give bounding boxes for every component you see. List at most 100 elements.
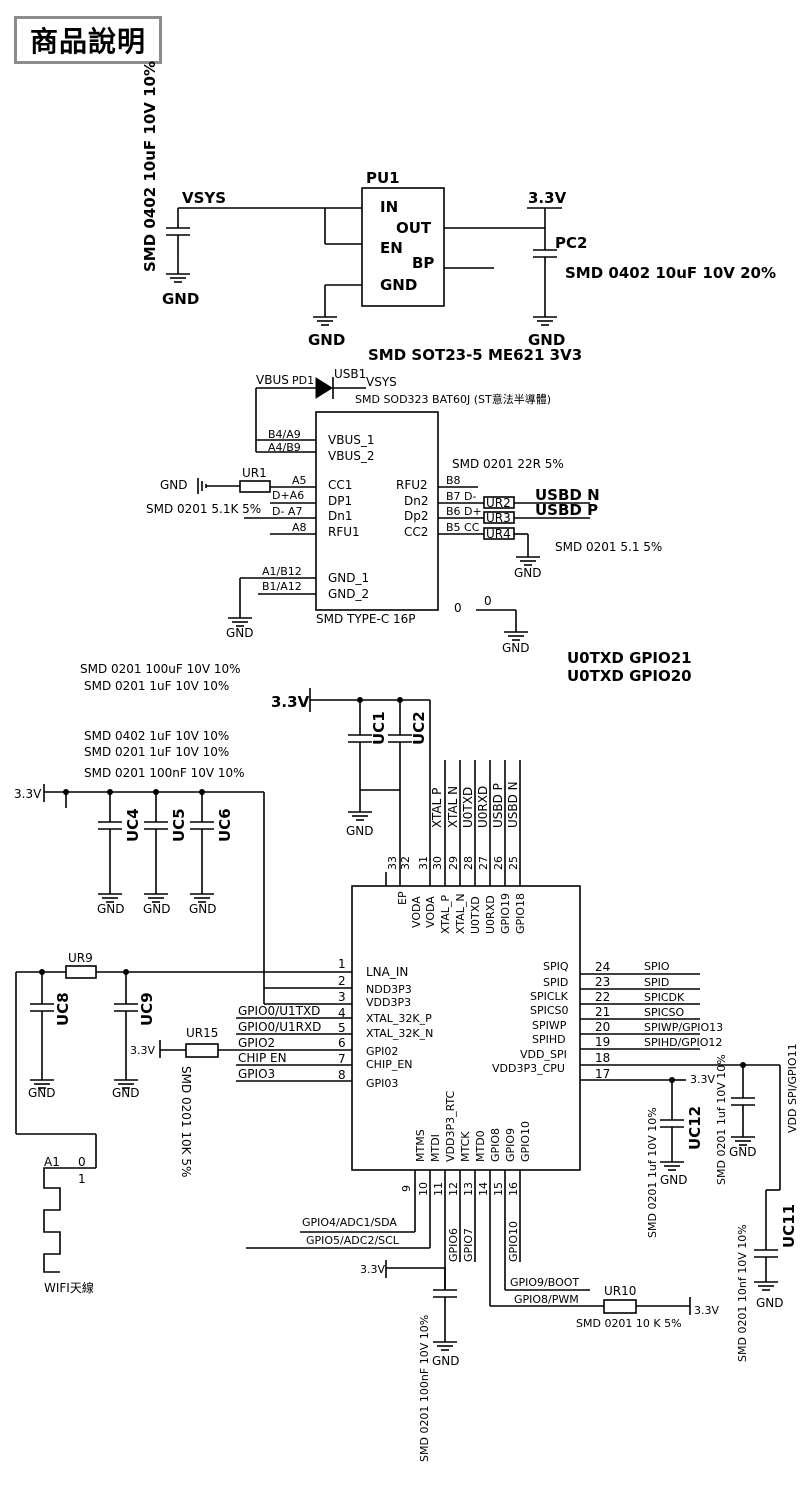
uc12-spec: SMD 0201 1uf 10V 10% <box>646 1107 659 1238</box>
pin-gnd2: GND_2 <box>328 587 369 601</box>
diode-spec: SMD SOD323 BAT60J (ST意法半導體) <box>355 392 551 406</box>
pin-num-19: 19 <box>595 1035 610 1049</box>
net-gpio0-u1rxd: GPIO0/U1RXD <box>238 1020 321 1034</box>
pin-num-32: 32 <box>399 856 412 870</box>
pin-num-5: 5 <box>338 1021 346 1035</box>
ur1-ref: UR1 <box>242 466 267 480</box>
gnd-label: GND <box>308 331 345 349</box>
pinlabel-b4a9: B4/A9 <box>268 428 301 441</box>
net-gpio3: GPIO3 <box>238 1067 275 1081</box>
pinlabel-a5: A5 <box>292 474 307 487</box>
gnd-label: GND <box>528 331 565 349</box>
zero-a: 0 <box>454 601 462 615</box>
gnd-label: GND <box>502 641 530 655</box>
pin-gpi02: GPI02 <box>366 1045 398 1058</box>
note-uc1: SMD 0201 1uF 10V 10% <box>84 679 229 693</box>
uc2-ref: UC2 <box>410 711 428 745</box>
pin-num-28: 28 <box>462 856 475 870</box>
net-gpio5: GPIO5/ADC2/SCL <box>306 1234 400 1247</box>
pin-num-24: 24 <box>595 960 610 974</box>
pin-spihd: SPIHD <box>532 1033 566 1046</box>
c2-spec: SMD 0201 1uf 10V 10% <box>715 1054 728 1185</box>
pinlabel-a6: D+A6 <box>272 489 304 502</box>
pin-num-11: 11 <box>432 1182 445 1196</box>
pin-gnd: GND <box>380 276 417 294</box>
ur4-ref: UR4 <box>486 527 511 541</box>
pin-num-1: 1 <box>338 957 346 971</box>
net-spiwp: SPIWP/GPIO13 <box>644 1021 723 1034</box>
pin-lna-in: LNA_IN <box>366 965 408 979</box>
pin-vdd3p3-cpu: VDD3P3_CPU <box>492 1062 565 1075</box>
v33-label: 3.3V <box>528 189 567 207</box>
pin-vdd-spi: VDD_SPI <box>520 1048 567 1061</box>
pin-out: OUT <box>396 219 432 237</box>
pinlabel-b5: B5 CC <box>446 521 480 534</box>
pin-num-4: 4 <box>338 1006 346 1020</box>
regulator-section: SMD 0402 10uF 10V 10% GND VSYS PU1 IN OU… <box>141 61 776 364</box>
uart-line2: U0TXD GPIO20 <box>567 667 692 685</box>
uc11-ref: UC11 <box>780 1204 798 1248</box>
usb-connector-part: SMD TYPE-C 16P <box>316 612 416 626</box>
gnd-label: GND <box>346 824 374 838</box>
pin-cc2: CC2 <box>404 525 428 539</box>
uc11-spec: SMD 0201 10nf 10V 10% <box>736 1224 749 1362</box>
pin-dn1: Dn1 <box>328 509 352 523</box>
top-caps-section: 3.3V UC1 UC2 GND XTAL P XTAL N U0TXD U0R… <box>271 688 521 886</box>
pin-num-14: 14 <box>477 1182 490 1196</box>
pin-voda1: VODA <box>410 896 423 928</box>
uc5-ref: UC5 <box>170 808 188 842</box>
ur15-ref: UR15 <box>186 1026 218 1040</box>
uc1-ref: UC1 <box>370 711 388 745</box>
net-gpio6: GPIO6 <box>447 1228 460 1262</box>
antenna-meander-icon <box>43 1167 62 1273</box>
ur3-ref: UR3 <box>486 511 511 525</box>
pin-voda2: VODA <box>424 896 437 928</box>
gnd-label: GND <box>514 566 542 580</box>
net-gpio2: GPIO2 <box>238 1036 275 1050</box>
antenna-label: WIFI天線 <box>44 1280 94 1295</box>
pin-mtd0: MTD0 <box>474 1130 487 1162</box>
pin-dn2: Dn2 <box>404 494 428 508</box>
pin-xtal32k-n: XTAL_32K_N <box>366 1027 433 1040</box>
pin-bp: BP <box>412 254 434 272</box>
pin-num-16: 16 <box>507 1182 520 1196</box>
gnd-label: GND <box>143 902 171 916</box>
usbd-p-label: USBD P <box>535 501 598 519</box>
pin-num-30: 30 <box>431 856 444 870</box>
pin-mtck: MTCK <box>459 1131 472 1162</box>
ur1-resistor <box>239 480 271 493</box>
pin-u0txd: U0TXD <box>469 896 482 934</box>
pinlabel-b1a12: B1/A12 <box>262 580 302 593</box>
net-usbd-n: USBD N <box>506 781 520 828</box>
usb-type-c-connector <box>315 411 439 611</box>
pin-spiclk: SPICLK <box>530 990 569 1003</box>
pin-num-27: 27 <box>477 856 490 870</box>
pin1: 1 <box>78 1172 86 1186</box>
v33-label: 3.3V <box>14 787 42 801</box>
net-spicdk: SPICDK <box>644 991 685 1004</box>
pin-num-31: 31 <box>417 856 430 870</box>
a1-ref: A1 <box>44 1155 60 1169</box>
uc4-ref: UC4 <box>124 808 142 842</box>
pin-en: EN <box>380 239 403 257</box>
uc8-ref: UC8 <box>54 992 72 1026</box>
pin0: 0 <box>78 1155 86 1169</box>
uc12-net: 3.3V <box>690 1073 715 1086</box>
gnd-label: GND <box>432 1354 460 1368</box>
mcu-chip <box>351 885 581 1171</box>
gnd-label: GND <box>162 290 199 308</box>
ur15-spec: SMD 0201 10K 5% <box>179 1066 193 1177</box>
pin-num-12: 12 <box>447 1182 460 1196</box>
gnd-label: GND <box>189 902 217 916</box>
usb-section: VBUS PD1 USB1 VSYS SMD SOD323 BAT60J (ST… <box>146 367 662 655</box>
page-title: 商品說明 <box>14 16 162 64</box>
pin-dp2: Dp2 <box>404 509 429 523</box>
net-gpio9-boot: GPIO9/BOOT <box>510 1276 579 1289</box>
vdd-spi-label: VDD SPI/GPIO11 <box>786 1043 799 1133</box>
pin-num-29: 29 <box>447 856 460 870</box>
pin-num-6: 6 <box>338 1036 346 1050</box>
regulator-part: SMD SOT23-5 ME621 3V3 <box>368 346 582 364</box>
net-gpio4: GPIO4/ADC1/SDA <box>302 1216 397 1229</box>
gnd-label: GND <box>112 1086 140 1100</box>
ur9-ref: UR9 <box>68 951 93 965</box>
